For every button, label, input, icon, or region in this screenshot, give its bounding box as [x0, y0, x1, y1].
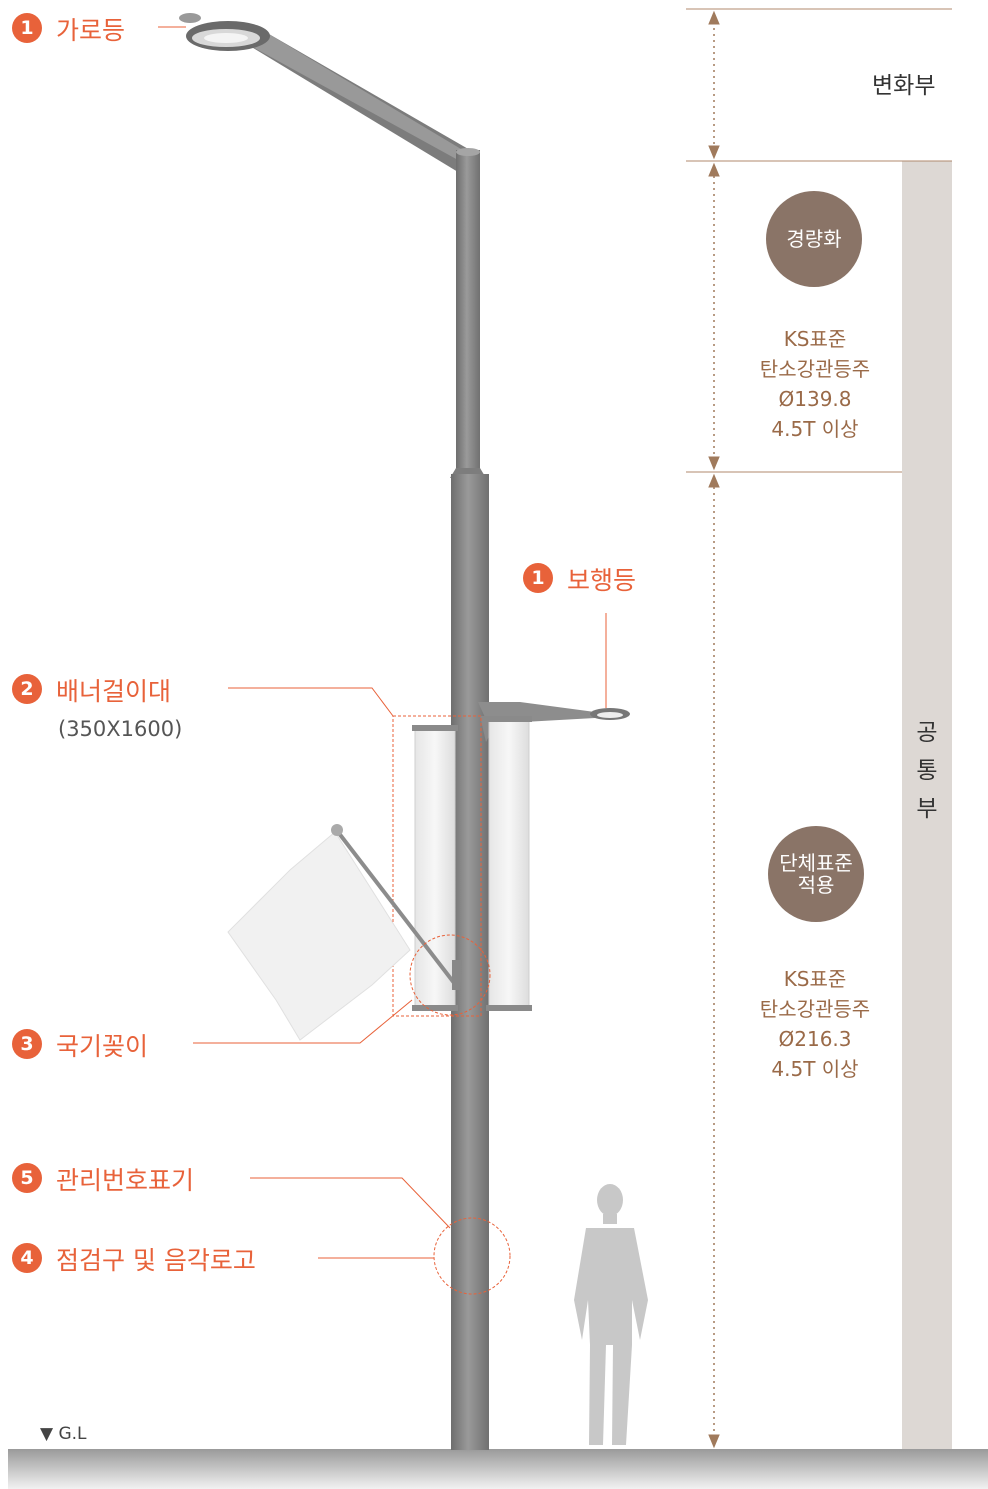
banner-highlight-box — [392, 715, 482, 1017]
banners — [412, 716, 532, 1011]
badge-street-light: 1 — [12, 13, 42, 43]
label-flag-holder: 국기꽂이 — [56, 1032, 149, 1061]
label-banner-holder: 배너걸이대 — [56, 677, 172, 706]
upper-pole — [456, 150, 480, 474]
label-inspection: 점검구 및 음각로고 — [56, 1246, 256, 1275]
person-silhouette — [574, 1184, 648, 1445]
flag — [227, 824, 462, 1041]
badge-pedestrian-light: 1 — [523, 563, 553, 593]
badge-inspection: 4 — [12, 1243, 42, 1273]
badge-flag-holder: 3 — [12, 1029, 42, 1059]
ground — [8, 1449, 988, 1489]
street-light-fixture — [179, 13, 470, 172]
spec-lower-pole: KS표준 탄소강관등주 Ø216.3 4.5T 이상 — [759, 967, 871, 1081]
inspection-highlight — [433, 1217, 511, 1295]
leader-lines — [158, 26, 607, 1259]
dimension-markers — [708, 10, 720, 1449]
label-common-section: 공 통 부 — [916, 720, 938, 822]
badge-mgmt-plate: 5 — [12, 1163, 42, 1193]
label-pedestrian-light: 보행등 — [567, 566, 637, 595]
badge-banner-holder: 2 — [12, 674, 42, 704]
ground-level-label: ▼ G.L — [40, 1424, 87, 1444]
label-street-light: 가로등 — [56, 16, 126, 45]
label-mgmt-plate: 관리번호표기 — [56, 1166, 195, 1195]
label-variable-section: 변화부 — [872, 73, 936, 99]
spec-upper-pole: KS표준 탄소강관등주 Ø139.8 4.5T 이상 — [759, 327, 871, 441]
flag-holder-highlight — [409, 934, 491, 1016]
label-banner-size: (350X1600) — [58, 717, 183, 741]
common-section-band — [902, 161, 952, 1449]
circle-lightweight: 경량화 — [766, 191, 862, 287]
circle-group-standard: 단체표준 적용 — [768, 826, 864, 922]
